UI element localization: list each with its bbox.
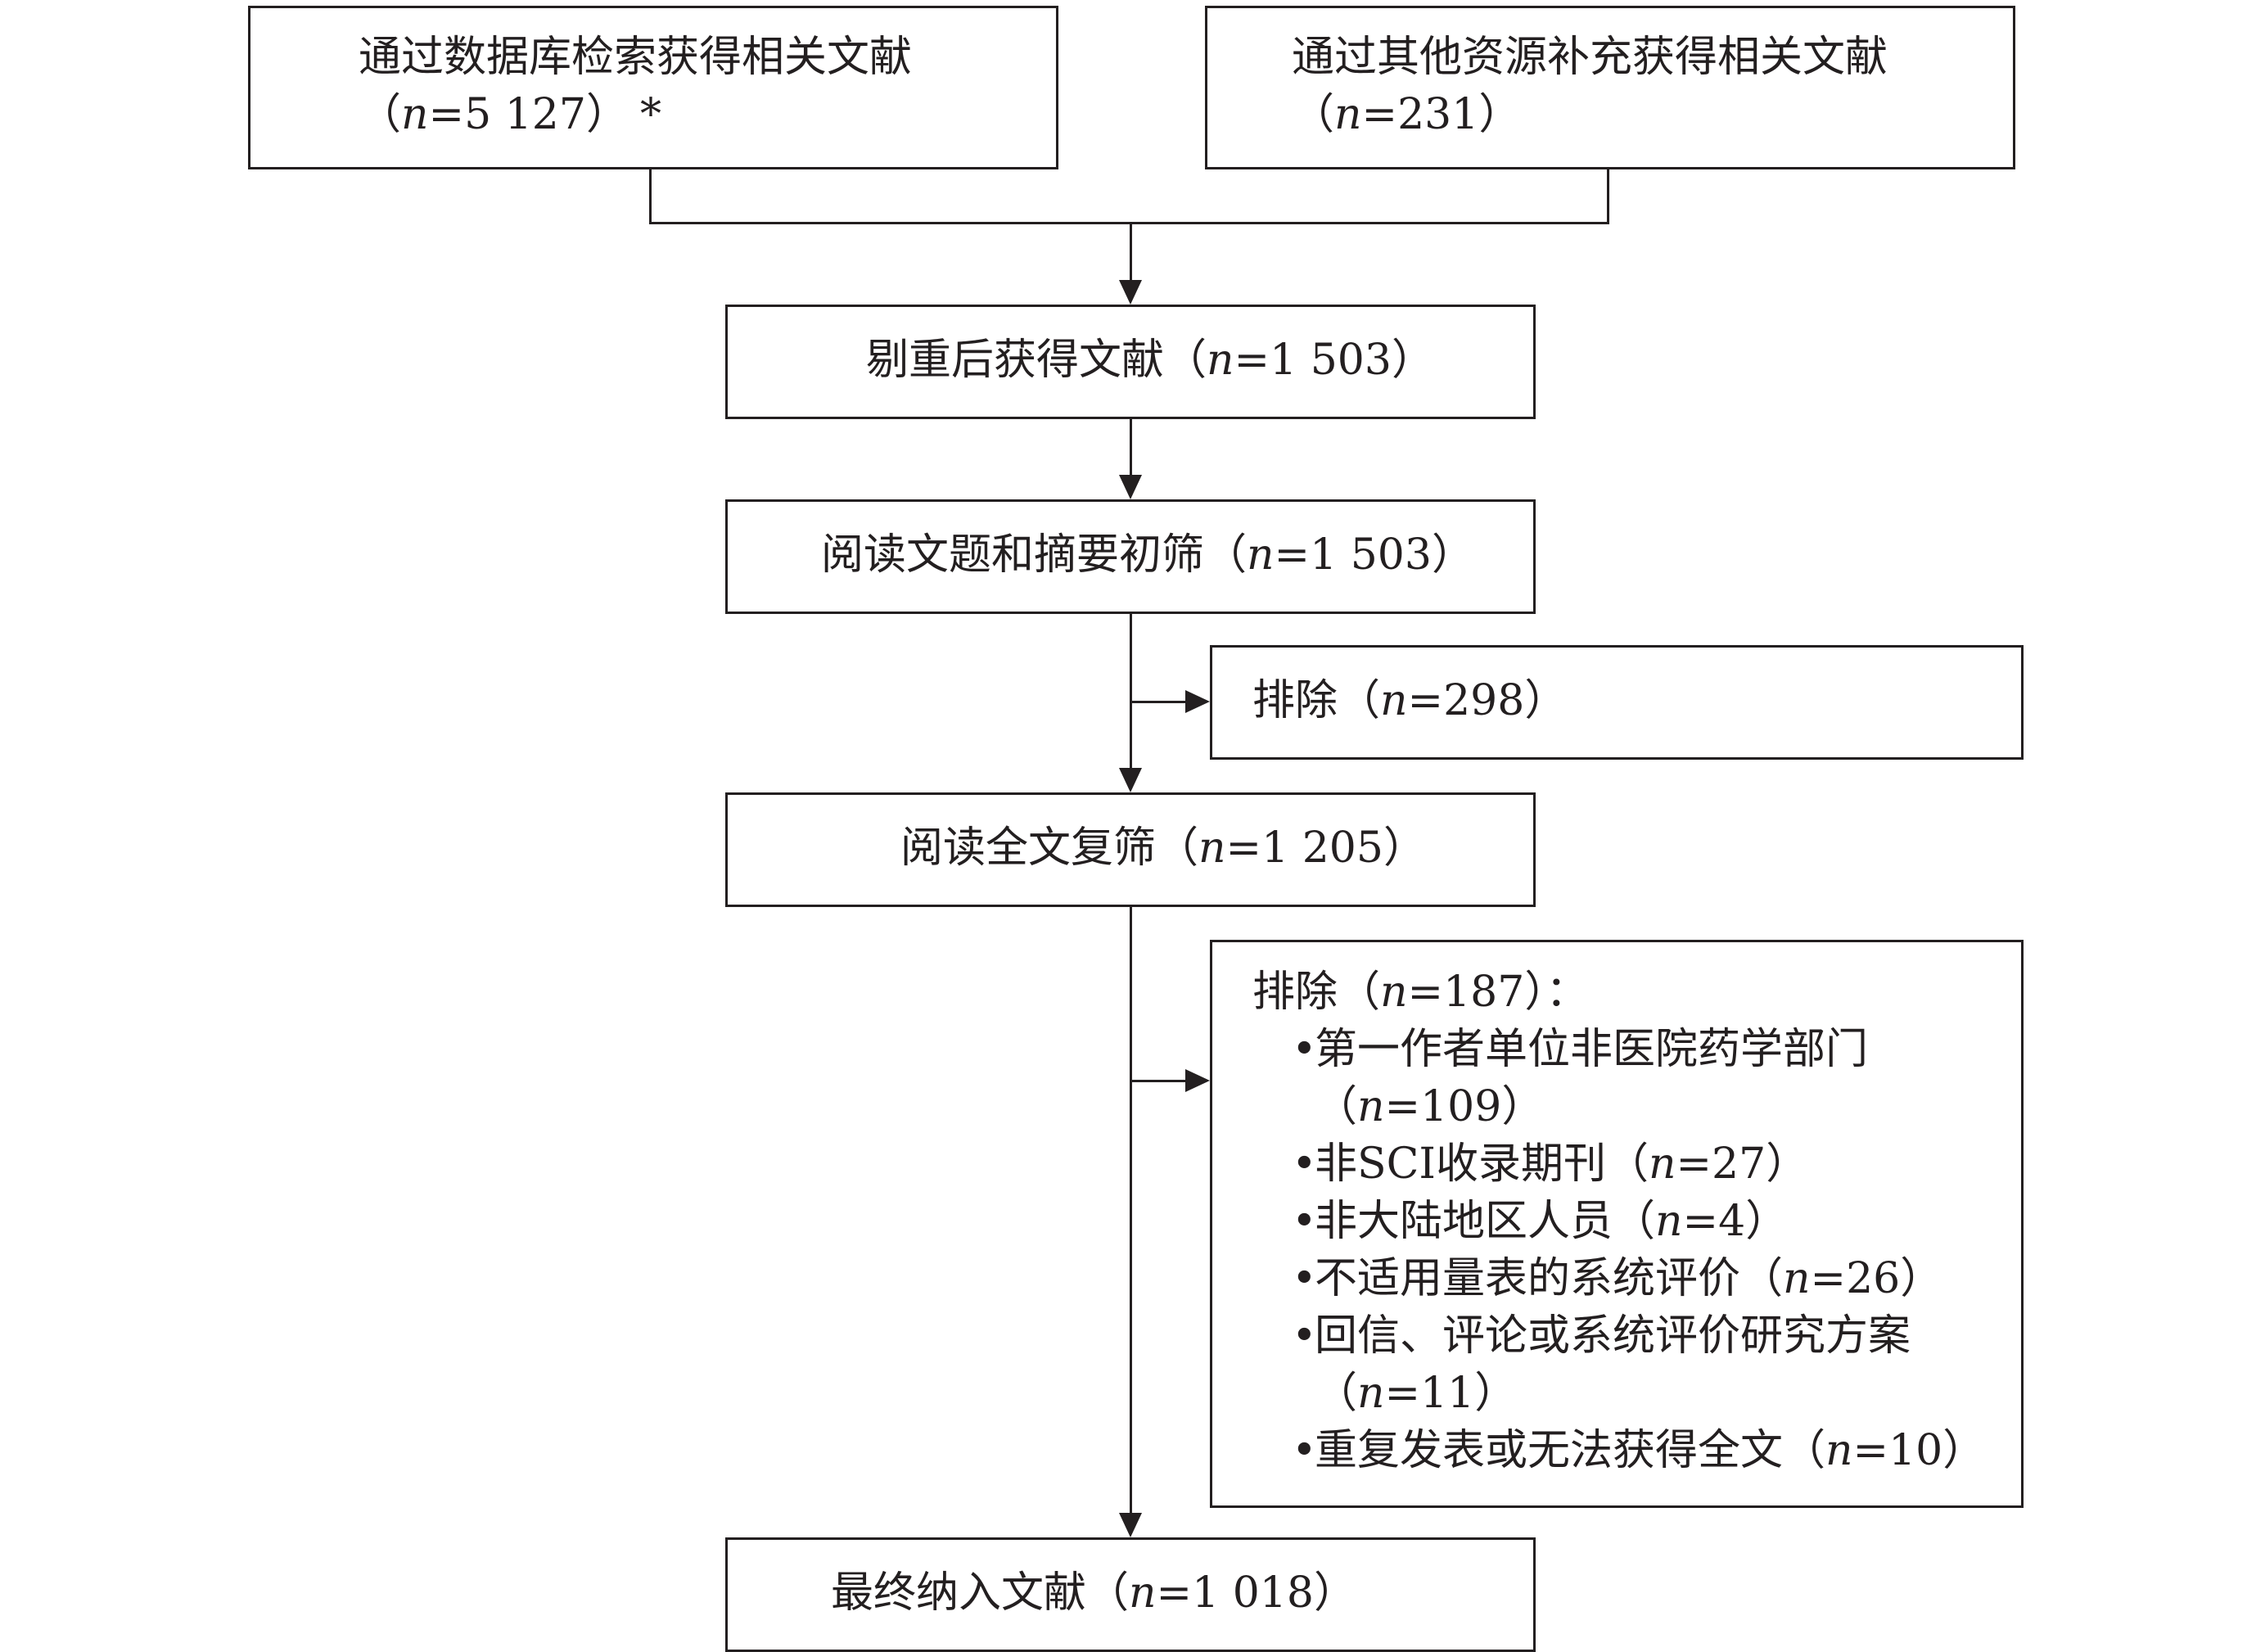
bullet-icon: • — [1292, 1254, 1317, 1303]
connector-line — [1130, 907, 1132, 1514]
excluded-first-text: 排除（n=298） — [1252, 676, 1568, 725]
connector-line — [1130, 1080, 1187, 1082]
exclusion-reason-item: •非大陆地区人员（n=4） — [1292, 1193, 1788, 1250]
box-excluded-second — [1210, 940, 2024, 1508]
arrow-down-icon — [1119, 280, 1142, 305]
connector-line — [1130, 419, 1132, 476]
title-abstract-screening-text: 阅读文题和摘要初筛（n=1 503） — [821, 530, 1474, 580]
fulltext-screening-text: 阅读全文复筛（n=1 205） — [900, 824, 1426, 873]
arrow-right-icon — [1185, 690, 1210, 713]
exclusion-reason-count: （n=11） — [1315, 1369, 1518, 1418]
footnote-asterisk: * — [639, 90, 661, 139]
box-database-search — [248, 6, 1058, 169]
arrow-down-icon — [1119, 475, 1142, 499]
database-search-label: 通过数据库检索获得相关文献 — [359, 33, 913, 82]
connector-line — [1130, 614, 1132, 770]
connector-line — [649, 169, 652, 223]
exclusion-reason-item: •重复发表或无法获得全文（n=10） — [1292, 1422, 1985, 1479]
bullet-icon: • — [1292, 1025, 1317, 1074]
box-deduplicated — [725, 305, 1536, 419]
box-excluded-first — [1210, 645, 2024, 760]
connector-line — [1130, 222, 1132, 281]
exclusion-reason-item: •回信、评论或系统评价研究方案 — [1292, 1307, 1911, 1365]
connector-line — [649, 222, 1609, 224]
exclusion-reason-item: •非SCI收录期刊（n=27） — [1292, 1135, 1808, 1193]
bullet-icon: • — [1292, 1140, 1317, 1189]
database-search-count: （n=5 127）* — [359, 90, 661, 139]
arrow-down-icon — [1119, 768, 1142, 792]
bullet-icon: • — [1292, 1426, 1317, 1475]
other-sources-label: 通过其他资源补充获得相关文献 — [1292, 33, 1888, 82]
other-sources-count: （n=231） — [1292, 90, 1522, 139]
arrow-right-icon — [1185, 1069, 1210, 1092]
deduplicated-text: 剔重后获得文献（n=1 503） — [866, 336, 1434, 385]
bullet-icon: • — [1292, 1197, 1317, 1246]
arrow-down-icon — [1119, 1513, 1142, 1537]
exclusion-reason-count: （n=109） — [1315, 1082, 1545, 1131]
box-other-sources — [1205, 6, 2015, 169]
connector-line — [1607, 169, 1609, 223]
exclusion-reason-item: •第一作者单位非医院药学部门 — [1292, 1021, 1868, 1078]
connector-line — [1130, 701, 1187, 703]
box-fulltext-screening — [725, 792, 1536, 907]
box-title-abstract-screening — [725, 499, 1536, 614]
exclusion-reason-item: •不适用量表的系统评价（n=26） — [1292, 1250, 1942, 1307]
box-final-included — [725, 1537, 1536, 1652]
bullet-icon: • — [1292, 1311, 1317, 1361]
excluded-second-heading: 排除（n=187）： — [1252, 968, 1589, 1017]
final-included-text: 最终纳入文献（n=1 018） — [831, 1568, 1356, 1618]
